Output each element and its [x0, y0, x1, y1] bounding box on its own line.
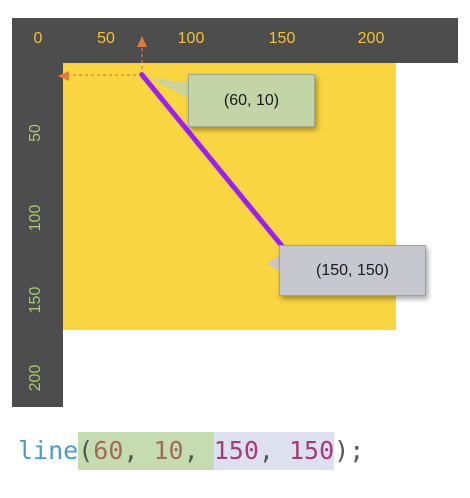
up-arrow-icon [137, 36, 147, 47]
top-tick-label: 100 [177, 30, 205, 47]
drawn-line [139, 72, 300, 268]
function-name: line [18, 436, 79, 465]
arg-x1: 60 [93, 436, 124, 465]
separator: , [123, 436, 154, 465]
top-tick-label: 150 [268, 30, 296, 47]
end-point-callout: (150, 150) [279, 245, 426, 296]
arg-x2: 150 [213, 436, 259, 465]
start-point-callout: (60, 10) [188, 74, 315, 127]
top-ruler [12, 18, 458, 63]
top-tick-label: 50 [97, 30, 115, 47]
separator: , [183, 436, 214, 465]
top-tick-label: 0 [33, 30, 43, 47]
arg-y1: 10 [153, 436, 184, 465]
start-callout-pointer [150, 78, 192, 99]
start-args-highlight: (60, 10, [78, 432, 214, 470]
left-arrow-icon [58, 71, 69, 81]
top-tick-label: 200 [357, 30, 385, 47]
end-callout-pointer [267, 254, 281, 272]
left-ruler [12, 18, 63, 407]
open-paren: ( [78, 436, 94, 465]
end-args-highlight: 150, 150 [213, 432, 335, 470]
code-line: line(60, 10, 150, 150); [18, 432, 364, 470]
separator: , [258, 436, 289, 465]
arg-y2: 150 [288, 436, 335, 465]
close-paren: ); [334, 436, 365, 465]
